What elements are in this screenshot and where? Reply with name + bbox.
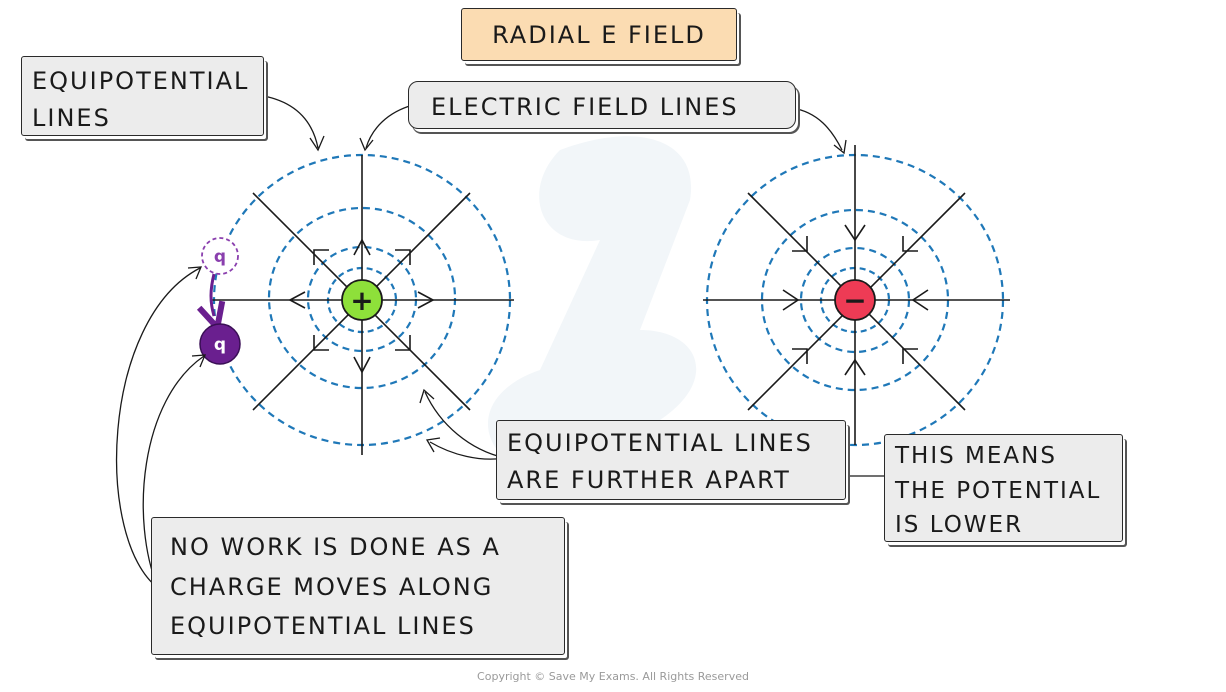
test-charge-start: [201, 237, 239, 275]
label-line: NO WORK IS DONE AS A: [170, 533, 501, 561]
title-text: RADIAL E FIELD: [492, 21, 706, 49]
watermark-shape: [487, 136, 697, 470]
connector: [791, 107, 843, 151]
label-line: THE POTENTIAL: [895, 477, 1102, 504]
field-arrow: [902, 348, 918, 364]
connector-arrowhead: [833, 139, 847, 155]
field-arrow: [911, 289, 929, 311]
equipotential-lines-label: EQUIPOTENTIAL LINES: [21, 56, 264, 136]
field-arrow: [313, 335, 329, 351]
connector-arrowhead: [359, 137, 374, 152]
field-arrow: [395, 335, 411, 351]
label-line: CHARGE MOVES ALONG: [170, 572, 494, 601]
test-charge-group: q q: [199, 237, 241, 365]
label-line: EQUIPOTENTIAL LINES: [170, 612, 476, 641]
field-arrow: [782, 289, 800, 311]
negative-charge: [834, 279, 876, 321]
test-charge-start-label: q: [214, 247, 226, 267]
field-arrow: [395, 249, 411, 265]
connector-arrowhead: [425, 437, 441, 453]
field-arrow: [353, 238, 371, 256]
positive-charge-group: +: [210, 153, 514, 455]
label-line: LINES: [32, 104, 111, 133]
field-arrow: [353, 356, 371, 374]
positive-charge-symbol: +: [350, 284, 373, 317]
lower-potential-label: THIS MEANS THE POTENTIAL IS LOWER: [884, 434, 1123, 542]
label-line: EQUIPOTENTIAL: [32, 67, 250, 95]
field-arrow: [844, 358, 866, 376]
label-line: EQUIPOTENTIAL LINES: [507, 429, 813, 457]
further-apart-label: EQUIPOTENTIAL LINES ARE FURTHER APART: [496, 420, 846, 500]
negative-charge-group: −: [703, 145, 1010, 447]
connector: [365, 104, 414, 149]
equipotential-line: [306, 245, 418, 353]
connector-arrowhead: [419, 388, 435, 404]
electric-field-lines-label: ELECTRIC FIELD LINES: [408, 81, 796, 129]
connector: [424, 391, 506, 459]
label-line: THIS MEANS: [895, 443, 1057, 469]
field-arrow: [902, 236, 918, 252]
label-line: ARE FURTHER APART: [507, 466, 791, 495]
test-charge-end-label: q: [214, 335, 226, 355]
no-work-done-label: NO WORK IS DONE AS A CHARGE MOVES ALONG …: [151, 517, 565, 655]
label-line: ELECTRIC FIELD LINES: [431, 93, 739, 121]
positive-charge: [341, 279, 383, 321]
field-arrow: [288, 291, 306, 309]
connector: [115, 267, 201, 589]
connector-arrowhead: [191, 354, 207, 368]
field-arrow: [417, 291, 435, 309]
connector-arrowhead: [187, 266, 203, 280]
field-arrow: [313, 249, 329, 265]
diagram-title: RADIAL E FIELD: [461, 8, 737, 61]
connector: [257, 94, 319, 149]
test-charge-end: [199, 323, 241, 365]
label-line: IS LOWER: [895, 512, 1024, 538]
equipotential-line: [267, 206, 457, 390]
connector: [142, 355, 205, 589]
connector-arrowhead: [309, 135, 325, 152]
field-arrow: [792, 348, 808, 364]
test-charge-move-arrow: [211, 273, 214, 316]
negative-charge-symbol: −: [843, 284, 866, 317]
field-arrow: [792, 236, 808, 252]
copyright-notice: Copyright © Save My Exams. All Rights Re…: [477, 670, 749, 683]
field-arrow: [844, 224, 866, 242]
